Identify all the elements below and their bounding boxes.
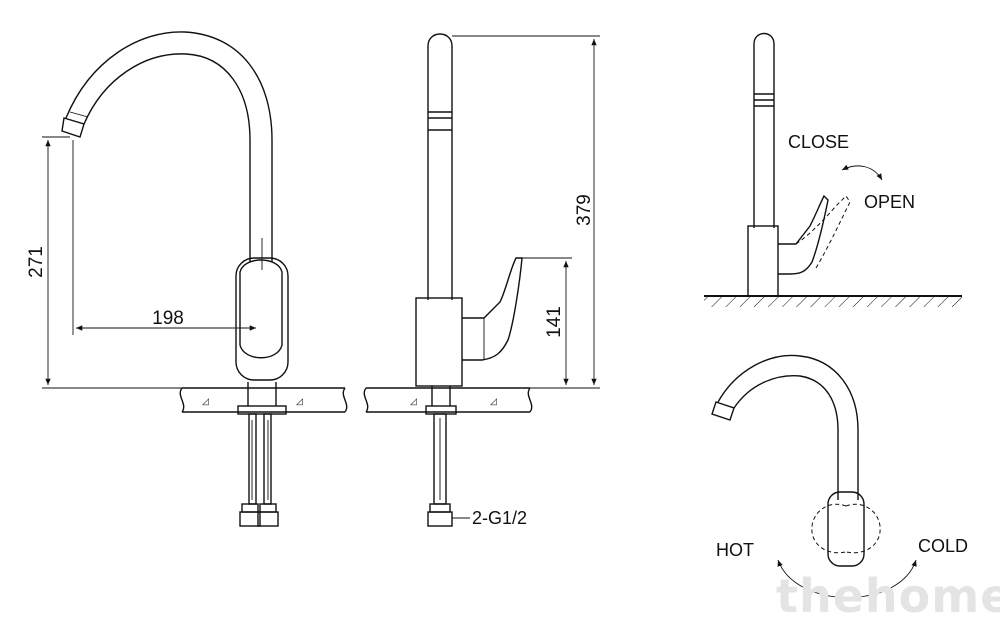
spout-hot-cold-inner: [733, 375, 839, 500]
hot-cold-arrow: [777, 559, 917, 598]
countertop-front: ◿ ◿: [179, 387, 348, 413]
front-view: ◿ ◿ 271 198: [26, 31, 348, 527]
spout-open-close: [753, 32, 775, 228]
dimension-379-label: 379: [574, 194, 595, 226]
svg-text:◿: ◿: [490, 396, 497, 406]
handle-cold-position: [845, 503, 881, 554]
dimension-spout-height: 271: [26, 136, 240, 389]
svg-text:◿: ◿: [296, 396, 303, 406]
open-close-arrow: [841, 164, 883, 181]
lever-side: [462, 257, 523, 361]
dimension-271-label: 271: [26, 246, 47, 278]
lever-open-ghost: [795, 195, 851, 269]
close-label: CLOSE: [788, 132, 849, 152]
countertop-side: ◿ ◿: [363, 387, 533, 413]
hot-cold-view: HOT COLD: [711, 354, 968, 598]
dimension-spout-reach: 198: [72, 140, 256, 335]
supply-hose-side: [425, 386, 457, 527]
body-hot-cold: [827, 491, 865, 567]
spout-outer-line: [65, 31, 273, 262]
spout-inner-line: [83, 53, 251, 262]
cold-label: COLD: [918, 536, 968, 556]
supply-hoses-front: [237, 382, 287, 527]
faucet-body: [235, 257, 289, 381]
connection-label: 2-G1/2: [472, 508, 527, 528]
spout-side: [427, 33, 453, 300]
svg-text:◿: ◿: [410, 396, 417, 406]
spout-hot-cold-outer: [717, 354, 859, 500]
handle-hot-position: [811, 503, 847, 554]
dimension-total-height: 379: [452, 35, 600, 389]
body-side: [415, 297, 463, 387]
svg-text:◿: ◿: [202, 396, 209, 406]
dimension-141-label: 141: [544, 306, 565, 338]
aerator: [61, 117, 85, 138]
open-label: OPEN: [864, 192, 915, 212]
dimension-handle-height: 141: [518, 257, 572, 385]
lever-closed: [778, 194, 829, 275]
open-close-view: CLOSE OPEN: [704, 32, 962, 307]
aerator-hot-cold: [711, 401, 735, 421]
hot-label: HOT: [716, 540, 754, 560]
body-open-close: [747, 225, 779, 297]
lever-handle: [239, 259, 283, 359]
side-view: ◿ ◿ 2-G1/2 379 141: [363, 33, 600, 528]
dimension-198-label: 198: [152, 308, 184, 329]
watermark: thehome: [776, 569, 1000, 623]
ground-surface: [704, 295, 962, 307]
